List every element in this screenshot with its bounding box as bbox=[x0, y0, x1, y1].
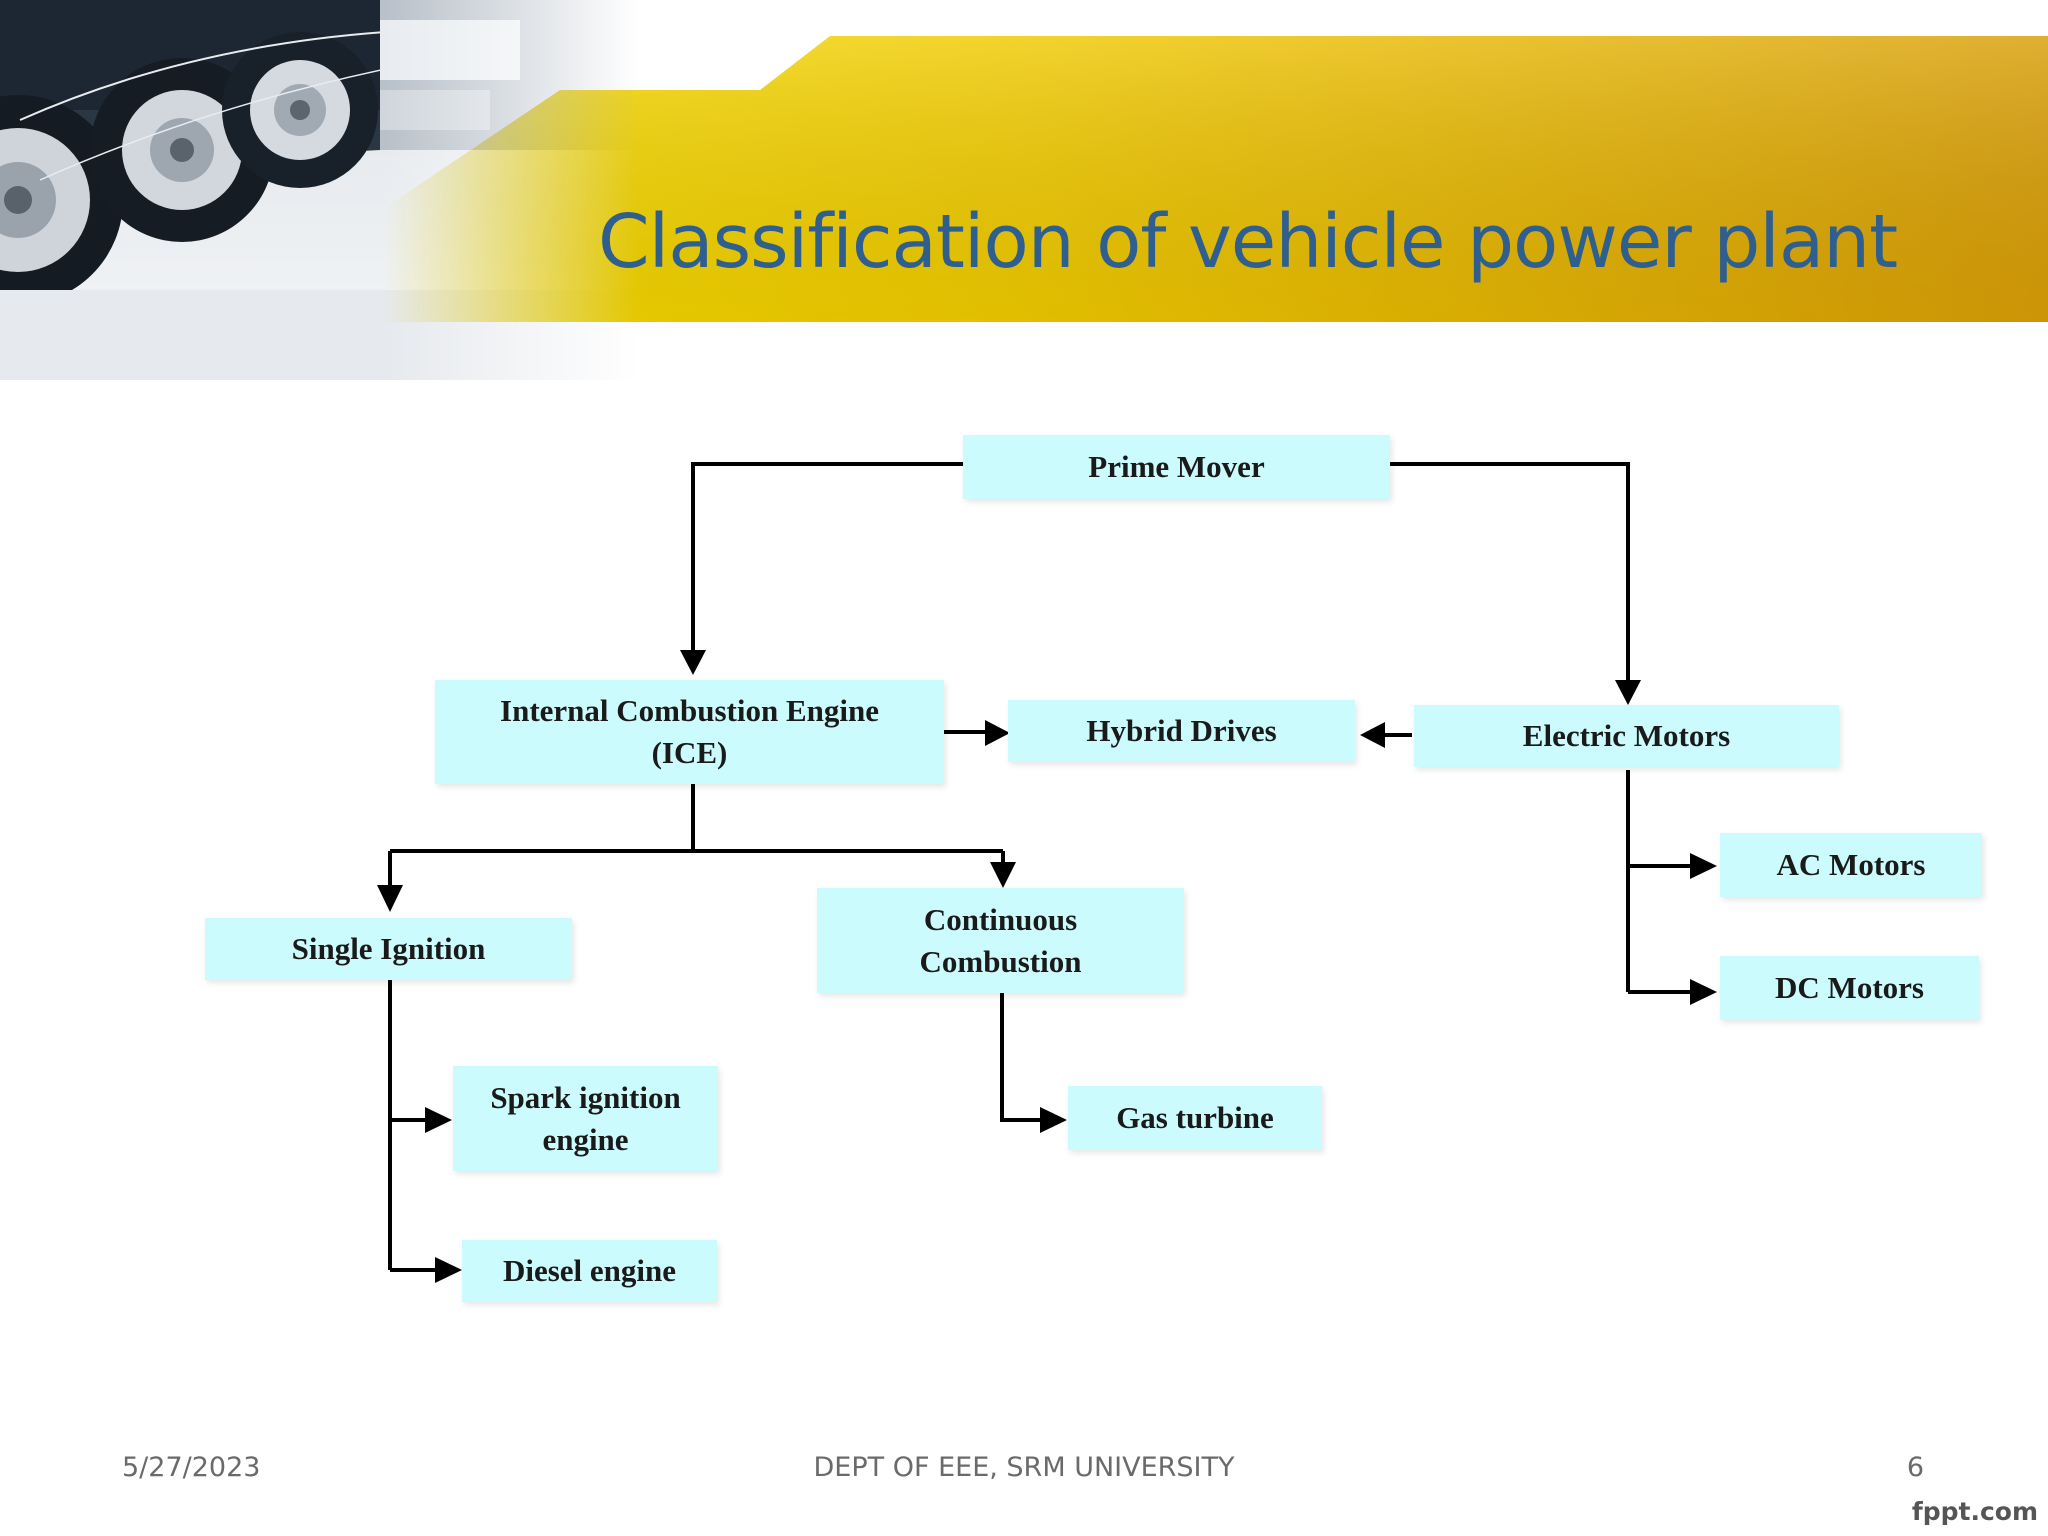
connector-continuous-to-gas bbox=[1000, 993, 1040, 1122]
node-ac-motors: AC Motors bbox=[1720, 833, 1982, 897]
arrow-to-spark bbox=[425, 1107, 452, 1133]
footer-page-number: 6 bbox=[1906, 1452, 1924, 1483]
node-single-ignition: Single Ignition bbox=[205, 918, 572, 980]
arrow-to-continuous bbox=[990, 862, 1016, 888]
arrow-to-diesel bbox=[435, 1257, 462, 1283]
watermark: fppt.com bbox=[1911, 1497, 2038, 1526]
footer-department: DEPT OF EEE, SRM UNIVERSITY bbox=[813, 1452, 1235, 1483]
truck-photo bbox=[0, 0, 640, 380]
arrow-to-electric bbox=[1615, 680, 1641, 705]
node-hybrid-drives: Hybrid Drives bbox=[1008, 700, 1355, 762]
connector-ice-split bbox=[388, 784, 1005, 885]
connector-prime-to-electric bbox=[1390, 462, 1630, 680]
slide-title: Classification of vehicle power plant bbox=[598, 199, 1898, 285]
node-dc-motors: DC Motors bbox=[1720, 956, 1979, 1020]
arrow-to-single-ignition bbox=[377, 885, 403, 912]
arrow-to-hybrid-right bbox=[1360, 722, 1385, 748]
connector-electric-branches bbox=[1626, 770, 1690, 994]
footer-date: 5/27/2023 bbox=[122, 1452, 261, 1483]
arrow-to-hybrid-left bbox=[985, 720, 1010, 746]
node-gas-turbine: Gas turbine bbox=[1068, 1086, 1322, 1150]
arrow-to-gas-turbine bbox=[1040, 1107, 1067, 1133]
node-prime-mover: Prime Mover bbox=[963, 435, 1390, 499]
node-ice: Internal Combustion Engine (ICE) bbox=[435, 680, 944, 784]
header-banner bbox=[215, 36, 2048, 322]
node-diesel-engine: Diesel engine bbox=[462, 1240, 717, 1302]
arrow-to-ice bbox=[680, 650, 706, 675]
arrow-to-ac bbox=[1690, 853, 1717, 879]
node-continuous-combustion: Continuous Combustion bbox=[817, 888, 1184, 993]
arrow-to-dc bbox=[1690, 979, 1717, 1005]
node-electric-motors: Electric Motors bbox=[1414, 705, 1839, 767]
node-spark-ignition-engine: Spark ignition engine bbox=[453, 1066, 718, 1171]
connector-single-branches bbox=[388, 980, 437, 1272]
connector-prime-to-ice bbox=[691, 462, 963, 650]
